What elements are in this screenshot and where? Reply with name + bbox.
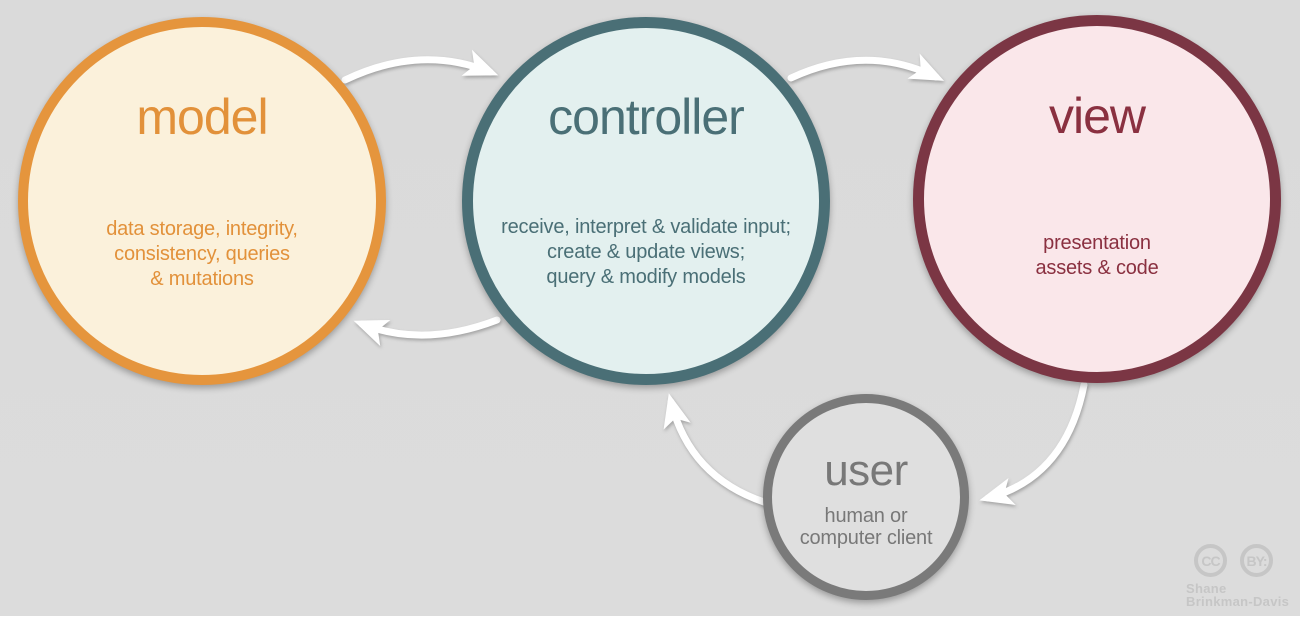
node-model: model data storage, integrity, consisten… xyxy=(18,17,386,385)
node-user-label: user xyxy=(824,446,908,495)
arrow-model-to-controller xyxy=(341,49,499,84)
arrow-user-to-controller xyxy=(663,393,768,506)
node-view-label: view xyxy=(1048,88,1146,144)
author-credit: Shane Brinkman-Davis xyxy=(1186,581,1290,609)
node-model-label: model xyxy=(136,89,268,145)
arrow-controller-to-model xyxy=(353,316,501,347)
node-model-description: data storage, integrity, consistency, qu… xyxy=(106,218,298,291)
node-view: view presentation assets & code xyxy=(913,15,1281,383)
license-attribution: CC BY: Shane Brinkman-Davis xyxy=(1186,544,1289,608)
node-view-description: presentation assets & code xyxy=(1035,232,1159,280)
arrow-view-to-user xyxy=(979,381,1088,506)
node-controller-description: receive, interpret & validate input; cre… xyxy=(501,216,791,289)
arrow-controller-to-view xyxy=(787,53,945,82)
cc-by-icon: BY: xyxy=(1240,544,1273,577)
node-controller-label: controller xyxy=(548,89,745,145)
cc-icon: CC xyxy=(1194,544,1227,577)
node-user-description: human or computer client xyxy=(799,505,933,550)
license-badges: CC BY: xyxy=(1186,544,1289,577)
bottom-border-strip xyxy=(0,616,1300,620)
node-controller: controller receive, interpret & validate… xyxy=(462,17,830,385)
node-user: user human or computer client xyxy=(763,394,969,600)
